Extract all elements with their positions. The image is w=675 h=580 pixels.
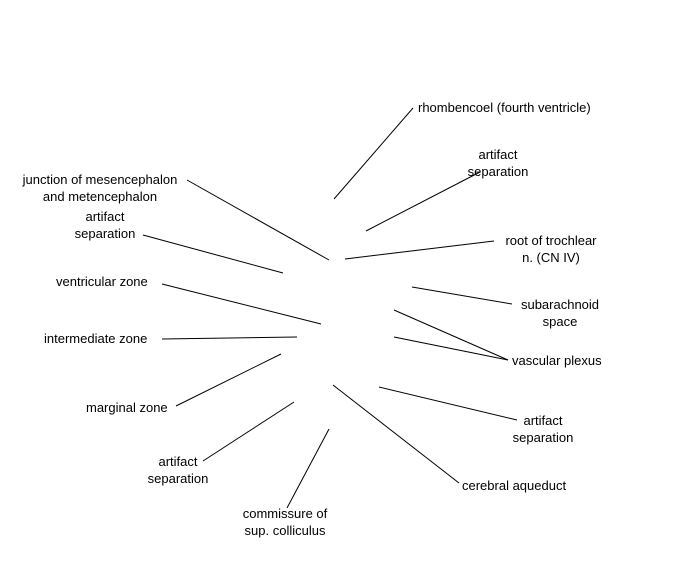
label-rhombencoel: rhombencoel (fourth ventricle) [418, 100, 591, 115]
label-marginal-zone: marginal zone [86, 400, 168, 415]
leader-line-junction [186, 179, 330, 261]
leader-line-cerebral-aqueduct [332, 384, 460, 484]
label-trochlear-root: root of trochlear n. (CN IV) [505, 233, 597, 265]
label-artifact-left: artifact separation [74, 209, 136, 241]
leader-line-marginal-zone [175, 353, 282, 407]
leader-line-commissure [286, 428, 330, 509]
label-intermediate-zone: intermediate zone [44, 331, 148, 346]
leader-line-rhombencoel [333, 107, 414, 200]
leader-line-ventricular-zone [161, 283, 322, 325]
label-subarachnoid: subarachnoid space [520, 297, 600, 329]
leader-line-vascular-plexus-a [393, 309, 509, 361]
label-artifact-bottom-right: artifact separation [512, 413, 574, 445]
label-commissure: commissure of sup. colliculus [242, 506, 328, 538]
label-vascular-plexus: vascular plexus [512, 353, 602, 368]
label-cerebral-aqueduct: cerebral aqueduct [462, 478, 567, 493]
leader-line-vascular-plexus-b [393, 336, 509, 361]
leader-line-artifact-bottom-right [378, 386, 518, 421]
label-junction: junction of mesencephalon and metencepha… [22, 172, 178, 204]
leader-line-artifact-left [142, 234, 284, 274]
label-ventricular-zone: ventricular zone [56, 274, 148, 289]
leader-line-trochlear-root [344, 240, 495, 260]
leader-line-subarachnoid [411, 286, 513, 305]
leader-line-artifact-bottom-left [202, 401, 295, 462]
label-artifact-top-right: artifact separation [467, 147, 529, 179]
leader-line-artifact-top-right [365, 171, 481, 232]
leader-line-intermediate-zone [161, 336, 298, 340]
label-artifact-bottom-left: artifact separation [147, 454, 209, 486]
